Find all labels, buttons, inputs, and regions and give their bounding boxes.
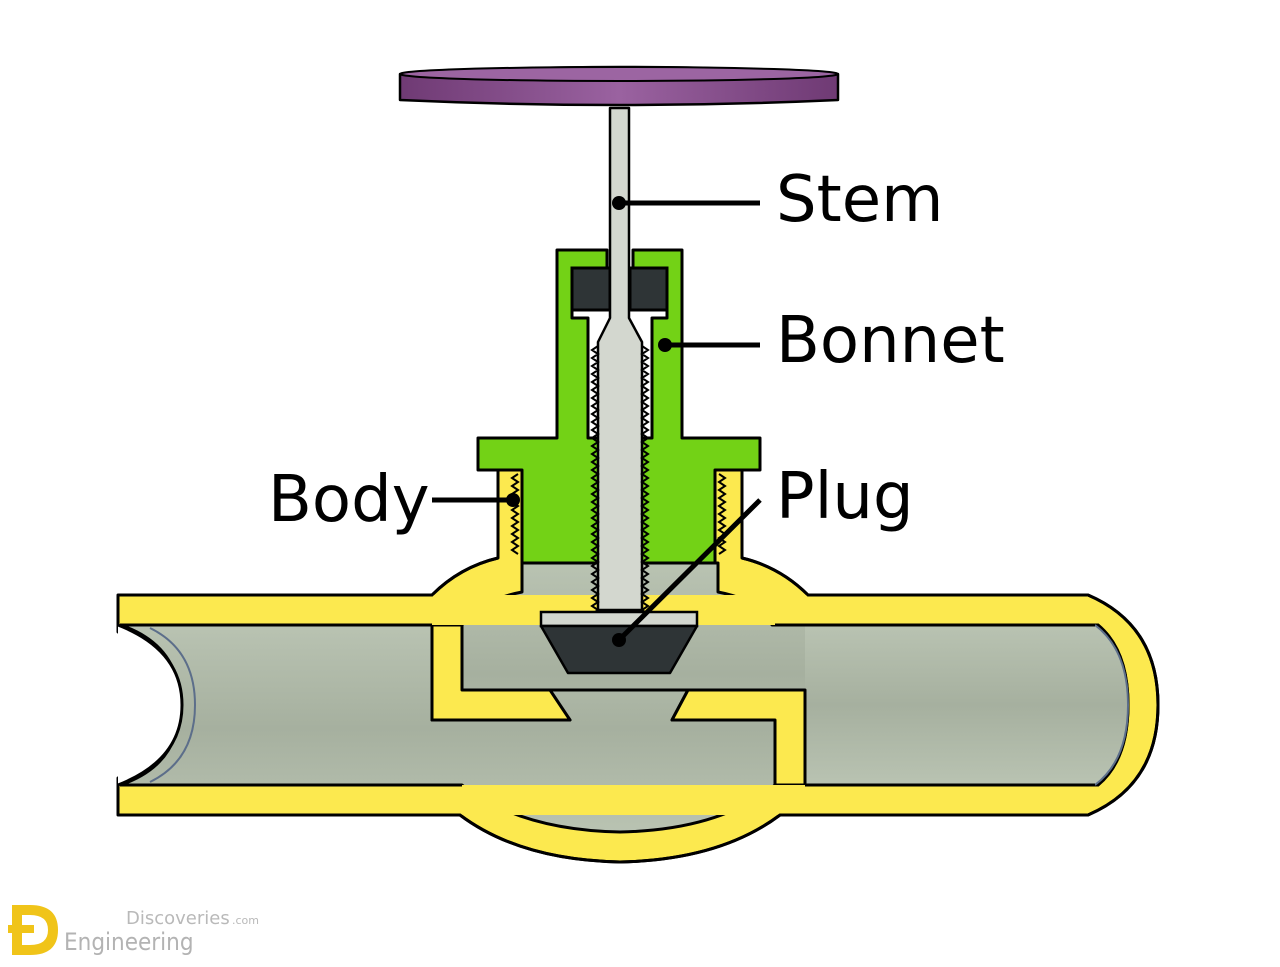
stem xyxy=(596,106,644,612)
bonnet-thread-left xyxy=(510,473,520,555)
stem-dot xyxy=(612,196,626,210)
bonnet-dot xyxy=(658,338,672,352)
logo-bar xyxy=(8,925,34,933)
plug-cap xyxy=(539,610,699,628)
logo-mark xyxy=(12,905,58,955)
plug-label: Plug xyxy=(776,460,914,534)
body-label: Body xyxy=(268,463,430,537)
leader-lines xyxy=(432,200,762,642)
bonnet-label: Bonnet xyxy=(776,304,1005,378)
watermark-logo: Discoveries .com Engineering xyxy=(8,905,259,956)
bonnet-thread-right xyxy=(717,473,727,555)
bonnet xyxy=(476,248,762,565)
handwheel-top xyxy=(399,66,839,82)
body-dot xyxy=(506,493,520,507)
watermark-line2: Engineering xyxy=(64,928,194,956)
plug-leader xyxy=(617,498,762,642)
packing-right xyxy=(628,266,669,312)
plug xyxy=(539,624,699,675)
packing-left xyxy=(570,266,612,312)
watermark-line1: Discoveries xyxy=(126,908,230,929)
leader-dots xyxy=(506,196,672,647)
watermark-suffix: .com xyxy=(232,914,259,927)
stem-label: Stem xyxy=(776,163,943,237)
stem-thread-left xyxy=(590,345,600,619)
stem-thread-right xyxy=(640,345,650,619)
plug-dot xyxy=(612,633,626,647)
